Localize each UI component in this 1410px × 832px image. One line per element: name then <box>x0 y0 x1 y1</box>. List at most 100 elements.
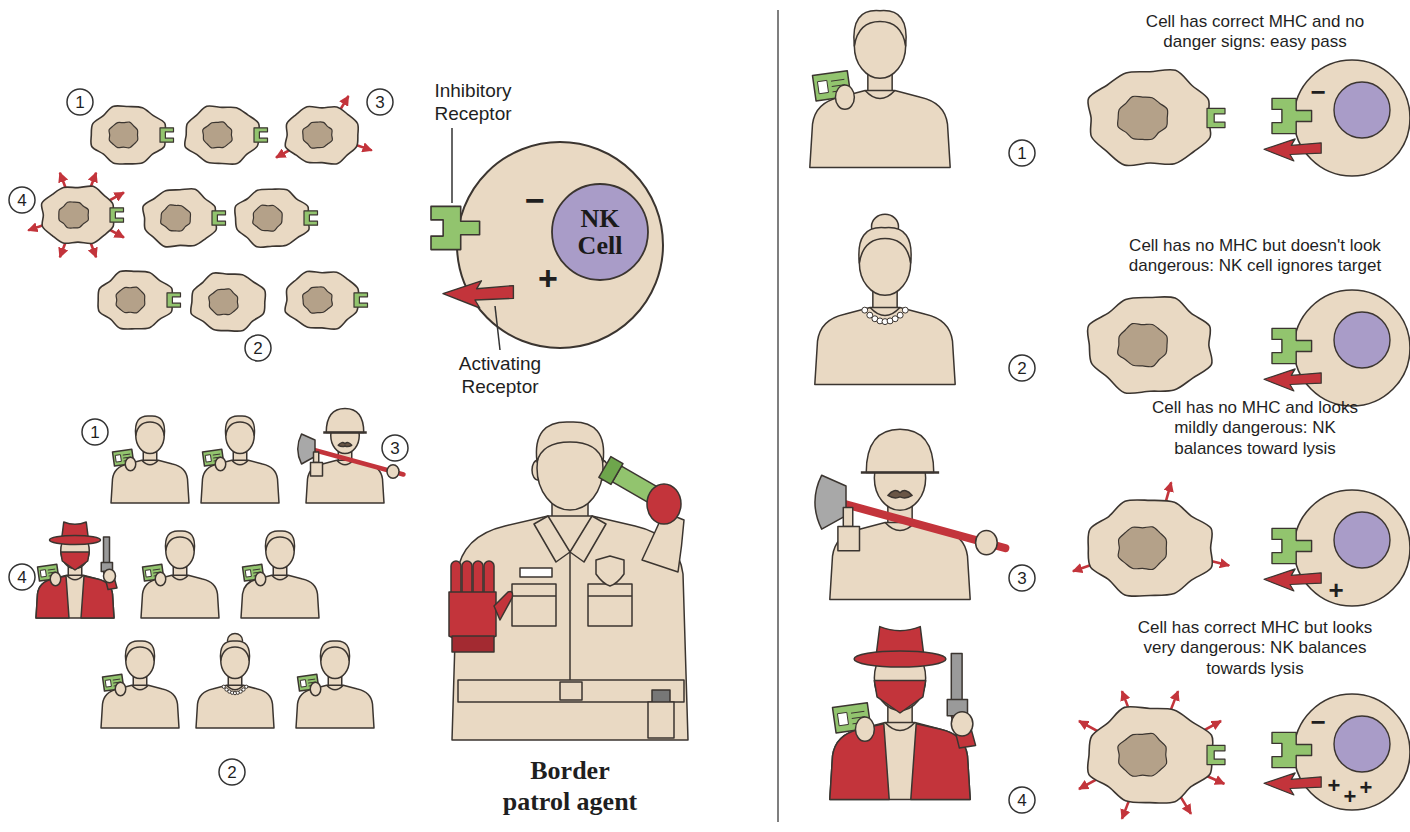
neckline <box>327 685 344 690</box>
hair <box>125 641 154 661</box>
person-figure <box>810 11 950 168</box>
sign-symbol: + <box>1344 786 1357 808</box>
nk-cell-small <box>1264 694 1410 810</box>
helmet-brim <box>323 431 367 434</box>
cell-membrane <box>1087 297 1212 394</box>
sign-symbol: − <box>1310 79 1325 105</box>
hand <box>255 572 266 586</box>
cell-membrane <box>235 189 309 247</box>
neckline <box>232 460 249 465</box>
activating-receptor <box>1264 369 1321 391</box>
sign-symbol: + <box>538 261 558 295</box>
cell-membrane <box>191 273 266 331</box>
inhibitory-receptor <box>1272 98 1312 133</box>
cell-membrane <box>91 106 166 164</box>
id-card-photo <box>205 455 211 462</box>
holster <box>648 702 674 738</box>
callout-ring <box>219 759 245 785</box>
person-figure <box>815 429 1005 599</box>
hand <box>104 569 116 583</box>
target-cell <box>235 189 318 247</box>
border-patrol-agent <box>449 422 688 740</box>
neckline <box>142 460 159 465</box>
necklace-bead <box>902 307 908 313</box>
person-figure <box>141 531 219 618</box>
cell-membrane <box>143 189 217 247</box>
torso <box>830 722 970 799</box>
nk-cell-small <box>1264 490 1410 606</box>
torso <box>810 90 950 167</box>
callout-number: 3 <box>375 94 384 111</box>
helmet <box>326 409 364 433</box>
mhc-molecule <box>1207 745 1225 764</box>
hat-brim <box>50 536 101 545</box>
target-cell <box>1073 482 1229 596</box>
hair <box>165 531 194 551</box>
nk-nucleus <box>1334 82 1390 138</box>
callout-number: 4 <box>1017 792 1026 809</box>
necklace-bead <box>222 685 225 688</box>
cell-nucleus <box>161 205 191 231</box>
glove-thumb <box>494 592 513 620</box>
badge <box>596 556 624 586</box>
inhibitory-receptor <box>1272 528 1312 563</box>
nk-nucleus <box>1334 512 1390 568</box>
hair <box>265 531 294 551</box>
sign-symbol: − <box>525 183 545 217</box>
torso <box>241 575 319 618</box>
necklace-bead <box>242 688 245 691</box>
mhc-molecule <box>1207 108 1225 127</box>
cell-nucleus <box>253 205 282 231</box>
callout-ring <box>1009 140 1035 166</box>
callout-ring <box>382 435 408 461</box>
sign-symbol: + <box>1328 775 1341 797</box>
label-text: Inhibitory Receptor <box>418 80 528 126</box>
helmet-brim <box>861 471 939 474</box>
hair <box>135 416 164 436</box>
nk-membrane <box>457 142 663 348</box>
mhc-molecule <box>254 128 268 142</box>
cell-name: NK Cell <box>564 205 636 260</box>
thumb <box>314 452 319 463</box>
cell-nucleus <box>1118 527 1166 570</box>
nk-nucleus <box>1334 716 1390 772</box>
neckline <box>132 685 149 690</box>
nk-nucleus <box>552 184 648 280</box>
hair <box>220 641 249 661</box>
target-cell <box>285 271 368 329</box>
cell-nucleus <box>116 287 145 313</box>
necklace-bead <box>897 312 903 318</box>
necklace-bead <box>245 685 248 688</box>
inhibitory-receptor <box>1272 732 1312 767</box>
cell-membrane <box>285 106 358 164</box>
callout-number: 2 <box>253 340 262 357</box>
callout-number: 3 <box>390 440 399 457</box>
hand <box>125 457 136 471</box>
person-figure <box>815 214 955 384</box>
torso <box>36 575 114 618</box>
axe-head <box>298 434 315 464</box>
activating-receptor <box>1264 139 1321 161</box>
callout-ring <box>1009 355 1035 381</box>
neckline <box>272 575 289 580</box>
hand <box>310 682 321 696</box>
callout-ring <box>9 564 35 590</box>
callout-number: 1 <box>1017 145 1026 162</box>
cell-membrane <box>1088 707 1213 804</box>
mhc-molecule <box>304 211 318 225</box>
belt <box>458 680 684 702</box>
activating-receptor <box>443 281 513 308</box>
callout-ring <box>67 89 93 115</box>
collar <box>534 516 570 562</box>
leader-line <box>451 128 453 203</box>
id-card-photo <box>837 712 848 725</box>
hand <box>215 457 226 471</box>
leader-line <box>495 306 500 350</box>
hand <box>855 717 874 741</box>
person-figure <box>101 641 179 728</box>
nk-cell-shape <box>455 140 665 350</box>
target-cell <box>143 189 226 247</box>
callout-ring <box>82 419 108 445</box>
gun-barrel <box>951 654 962 705</box>
id-card-photo <box>145 570 151 577</box>
